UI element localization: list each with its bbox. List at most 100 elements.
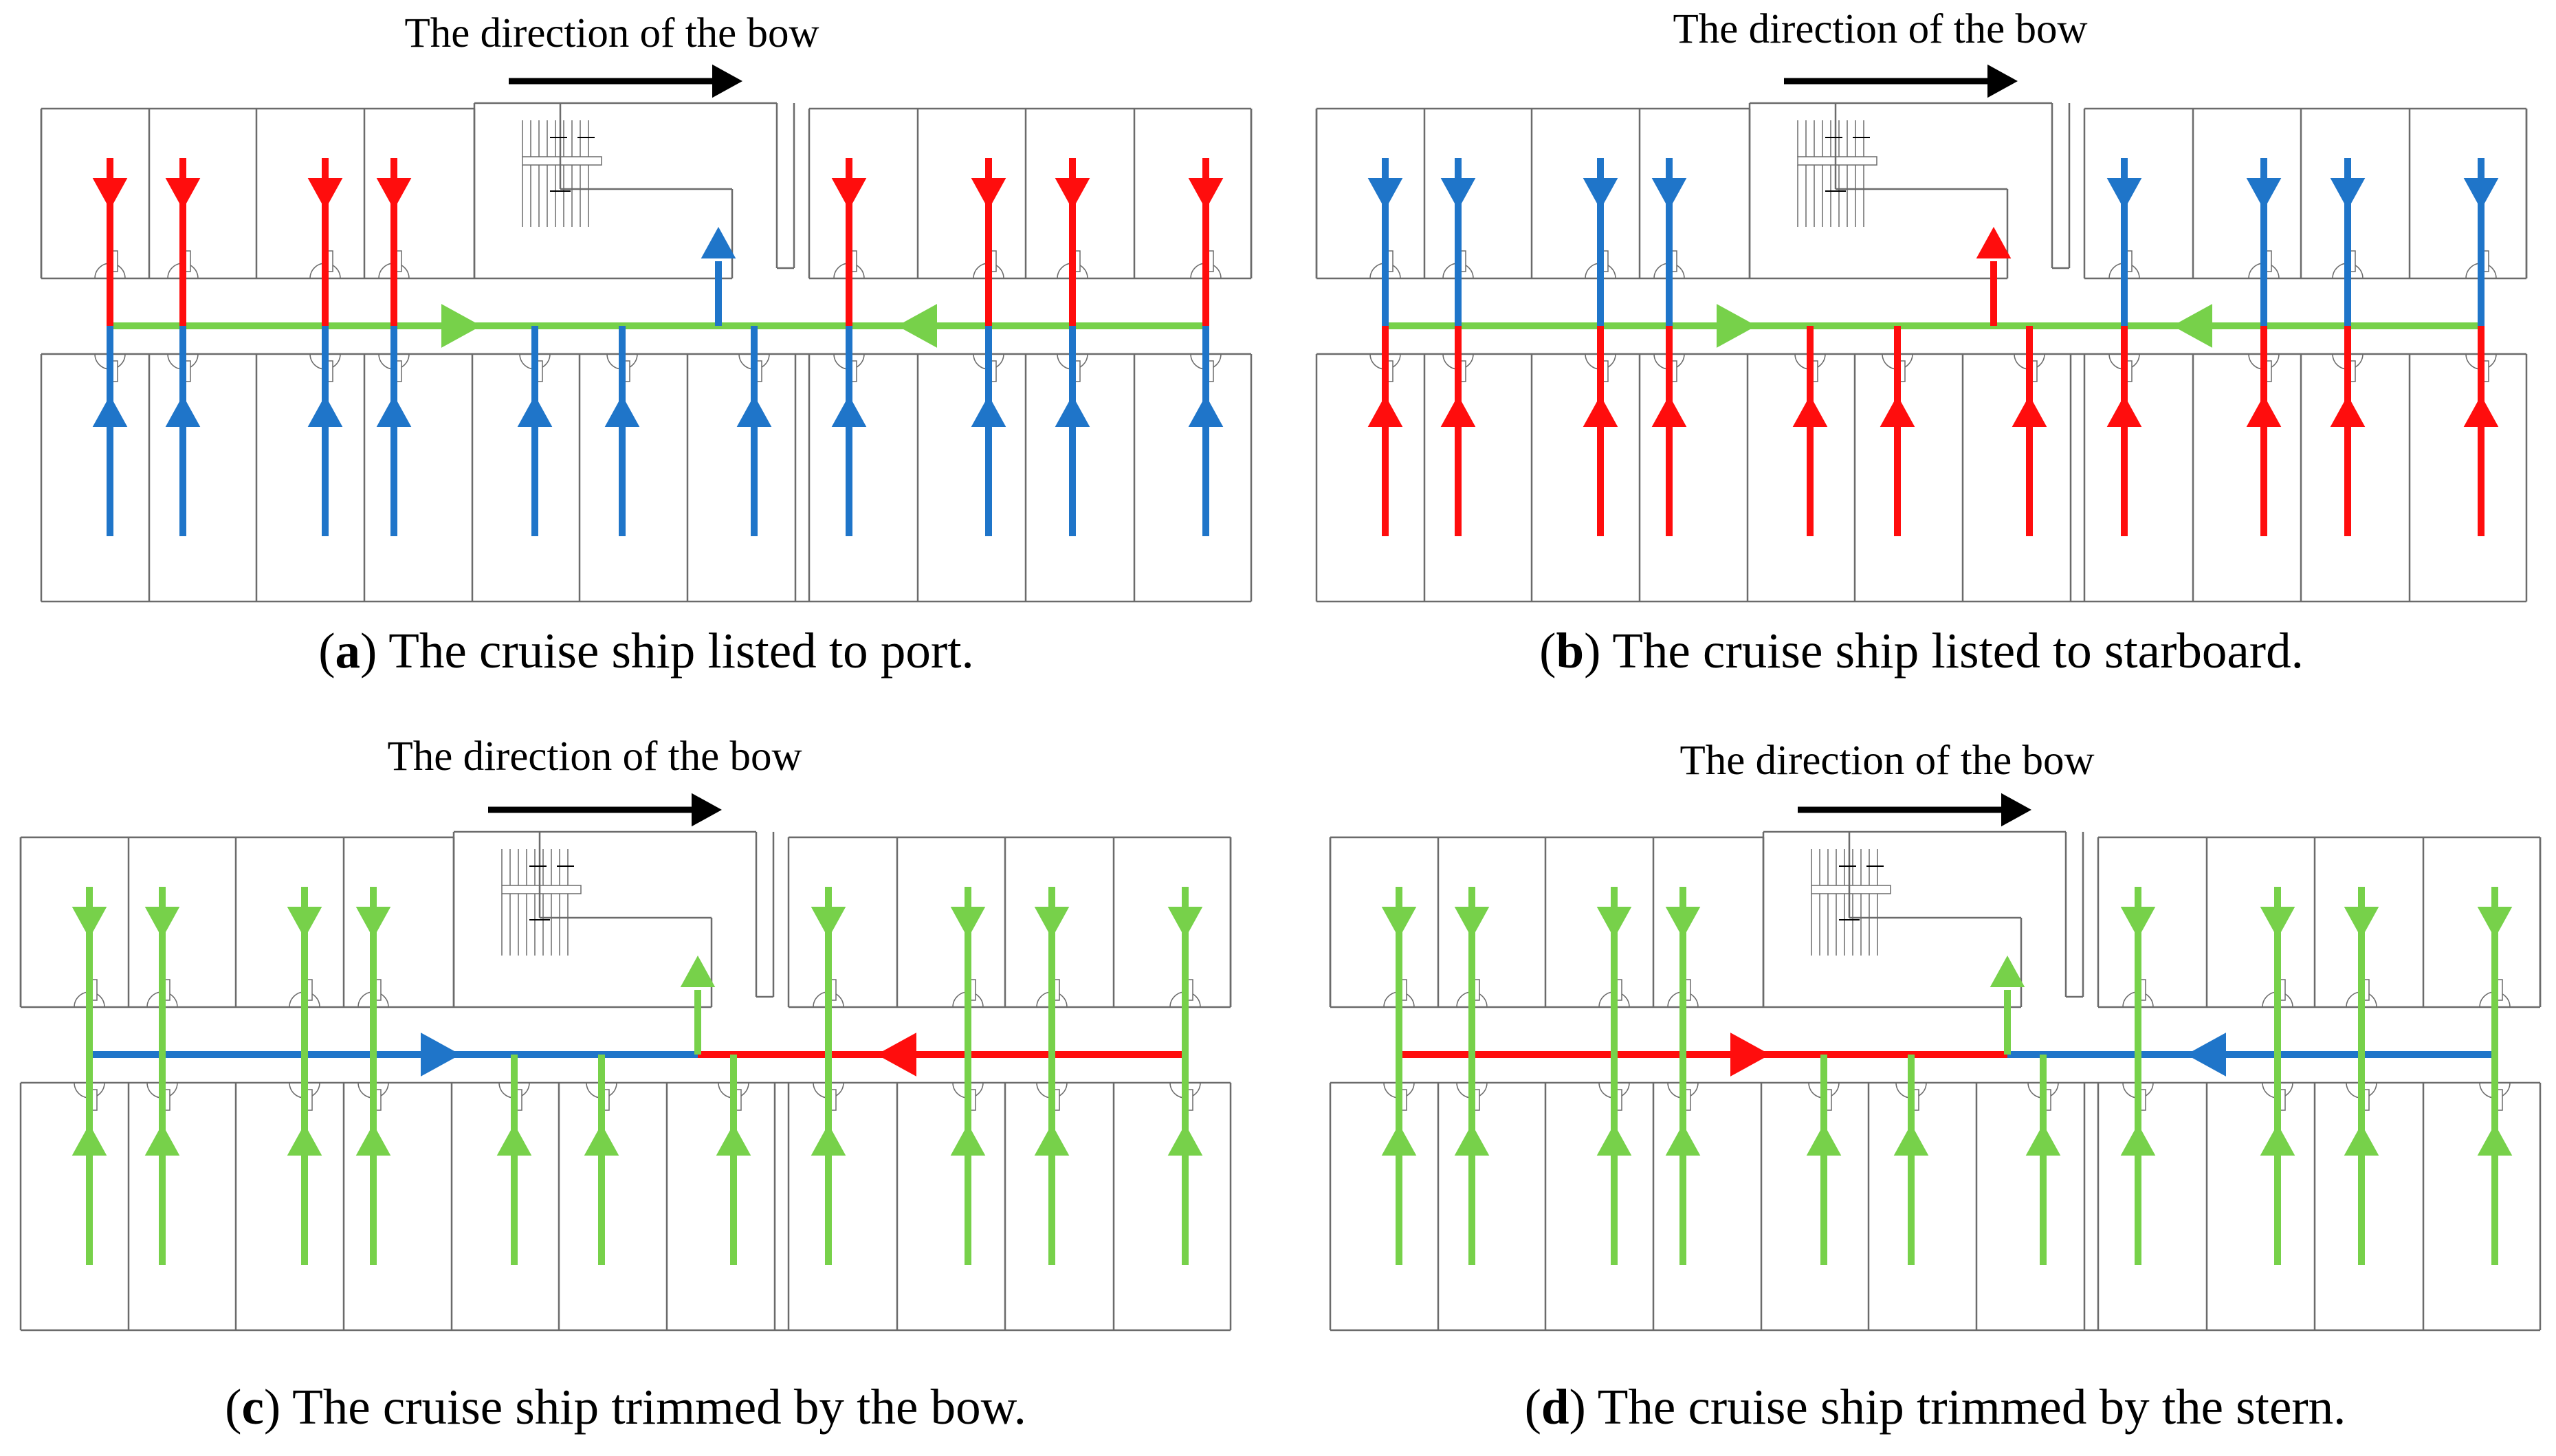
door-leaf xyxy=(736,1089,742,1111)
deck-plan xyxy=(40,64,1253,603)
door-leaf xyxy=(112,360,118,382)
door-leaf xyxy=(624,360,630,382)
deck-walls xyxy=(1315,102,2528,603)
door-leaf xyxy=(2364,979,2370,1001)
door-leaf xyxy=(1054,1089,1060,1111)
evac-arrow-bottom xyxy=(2246,395,2282,427)
evac-arrow-top xyxy=(2260,907,2295,938)
panel-caption: (a) The cruise ship listed to port. xyxy=(318,623,974,679)
evac-arrow-bottom xyxy=(831,395,867,427)
evac-arrow-bottom xyxy=(2330,395,2366,427)
panel-caption: (c) The cruise ship trimmed by the bow. xyxy=(225,1379,1026,1435)
door-leaf xyxy=(537,360,543,382)
door-leaf xyxy=(91,1089,98,1111)
evac-arrow-bottom xyxy=(165,395,201,427)
evac-arrow-top xyxy=(2106,178,2142,210)
door-leaf xyxy=(756,360,762,382)
door-leaf xyxy=(2350,360,2356,382)
evac-arrow-top xyxy=(376,178,412,210)
door-leaf xyxy=(1054,979,1060,1001)
stair-landing xyxy=(522,156,602,166)
door-leaf xyxy=(1602,250,1609,272)
door-leaf xyxy=(327,250,333,272)
door-leaf xyxy=(970,979,976,1001)
evac-arrow-top xyxy=(1055,178,1090,210)
door-leaf xyxy=(2280,979,2286,1001)
door-leaf xyxy=(1208,360,1214,382)
evac-arrow-bottom xyxy=(517,395,553,427)
door-leaf xyxy=(2031,360,2038,382)
evac-arrow-bottom xyxy=(716,1124,751,1156)
door-leaf xyxy=(2280,1089,2286,1111)
corridor-arrow-right xyxy=(441,304,481,348)
evac-arrow-bottom xyxy=(811,1124,846,1156)
corridor-arrow-right xyxy=(421,1033,461,1077)
evac-arrow-bottom xyxy=(307,395,343,427)
panel-caption: (d) The cruise ship trimmed by the stern… xyxy=(1524,1379,2346,1435)
stair-exit-arrow xyxy=(680,956,716,987)
evac-arrow-bottom xyxy=(1792,395,1828,427)
corridor-arrow-left xyxy=(897,304,937,348)
evac-arrow-bottom xyxy=(2344,1124,2379,1156)
bow-direction-label: The direction of the bow xyxy=(1679,738,2095,784)
panel-a: The direction of the bow (a) The cruise … xyxy=(40,0,1253,687)
evac-arrow-bottom xyxy=(376,395,412,427)
evac-arrow-bottom xyxy=(2120,1124,2156,1156)
bow-direction-label: The direction of the bow xyxy=(1673,6,2088,52)
door-leaf xyxy=(970,1089,976,1111)
evac-arrow-top xyxy=(92,178,128,210)
door-leaf xyxy=(851,250,857,272)
evac-arrow-top xyxy=(355,907,391,938)
evac-arrow-top xyxy=(307,178,343,210)
evac-arrow-bottom xyxy=(1596,1124,1632,1156)
bow-direction-label: The direction of the bow xyxy=(387,733,802,780)
stair-exit-arrow xyxy=(701,227,736,258)
door-leaf xyxy=(2364,1089,2370,1111)
door-leaf xyxy=(516,1089,522,1111)
door-leaf xyxy=(1899,360,1906,382)
door-leaf xyxy=(1075,250,1081,272)
door-leaf xyxy=(375,1089,382,1111)
evac-arrow-bottom xyxy=(971,395,1006,427)
staircase-icon xyxy=(522,120,602,227)
corridor-arrow-right xyxy=(1717,304,1756,348)
evac-arrow-bottom xyxy=(1367,395,1403,427)
door-leaf xyxy=(1187,979,1193,1001)
deck-plan xyxy=(19,793,1232,1332)
evac-arrow-top xyxy=(1381,907,1417,938)
evac-arrow-top xyxy=(1583,178,1618,210)
evac-arrow-bottom xyxy=(71,1124,107,1156)
evac-arrow-top xyxy=(831,178,867,210)
door-leaf xyxy=(1387,250,1393,272)
evac-arrow-bottom xyxy=(1454,1124,1490,1156)
bow-arrow-head xyxy=(692,793,722,827)
evac-arrow-bottom xyxy=(1188,395,1224,427)
door-leaf xyxy=(1812,360,1818,382)
door-leaf xyxy=(1685,979,1691,1001)
door-leaf xyxy=(1616,979,1622,1001)
evac-arrow-top xyxy=(1034,907,1070,938)
panel-d: The direction of the bow (d) The cruise … xyxy=(1329,729,2542,1456)
caption-letter: a xyxy=(335,623,361,679)
evac-arrow-bottom xyxy=(496,1124,532,1156)
door-leaf xyxy=(2266,250,2272,272)
door-leaf xyxy=(1913,1089,1919,1111)
panel-caption: (b) The cruise ship listed to starboard. xyxy=(1539,623,2304,679)
evac-arrow-top xyxy=(1651,178,1687,210)
stair-exit-arrow xyxy=(1990,956,2025,987)
door-leaf xyxy=(2126,250,2133,272)
evac-arrow-bottom xyxy=(1880,395,1915,427)
door-leaf xyxy=(2140,979,2146,1001)
door-leaf xyxy=(2497,1089,2503,1111)
evac-arrow-bottom xyxy=(2463,395,2499,427)
staircase-icon xyxy=(501,849,582,956)
deck-plan xyxy=(1315,64,2528,603)
door-leaf xyxy=(2126,360,2133,382)
door-leaf xyxy=(604,1089,610,1111)
door-leaf xyxy=(1474,979,1480,1001)
door-leaf xyxy=(1474,1089,1480,1111)
evac-arrow-bottom xyxy=(1055,395,1090,427)
evac-arrow-top xyxy=(71,907,107,938)
evac-arrow-bottom xyxy=(2012,395,2047,427)
evac-arrow-top xyxy=(2246,178,2282,210)
